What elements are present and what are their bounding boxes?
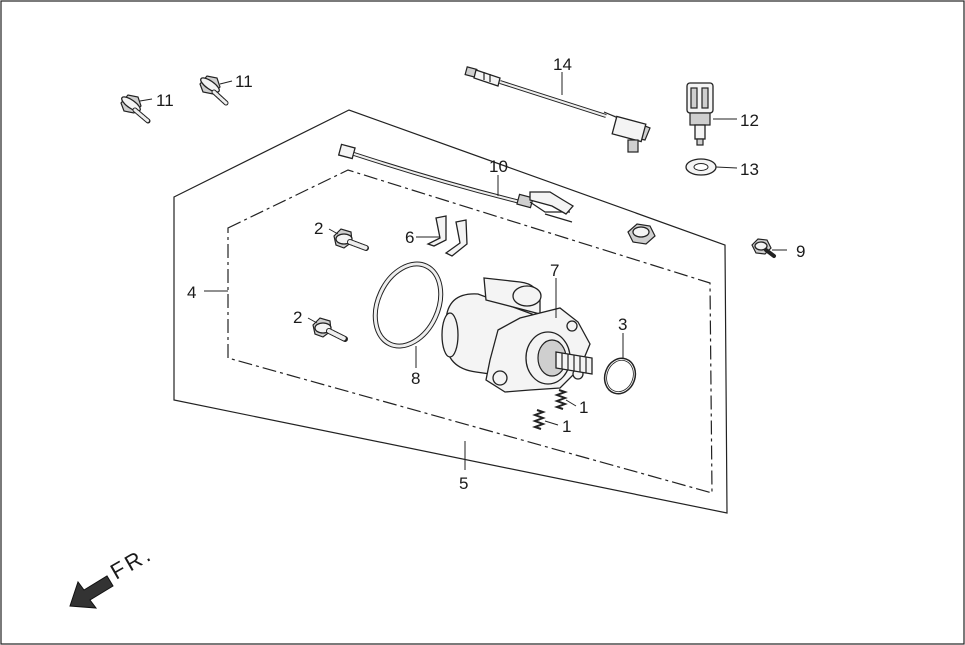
callout-2a: 2	[314, 219, 323, 238]
leader-lines	[139, 72, 787, 470]
gasket-part-8	[372, 261, 444, 349]
callout-6: 6	[405, 228, 414, 247]
assembly-outline	[173, 109, 728, 514]
callout-5: 5	[459, 474, 468, 493]
starter-motor-part-7	[441, 277, 593, 393]
callout-1a: 1	[579, 398, 588, 417]
callout-11a: 11	[156, 91, 174, 110]
callout-3: 3	[618, 315, 627, 334]
nut	[627, 223, 656, 245]
bolt-part-2b	[312, 317, 348, 342]
sensor-part-14	[464, 66, 651, 153]
spring-part-1a	[554, 389, 568, 410]
callout-9: 9	[796, 242, 805, 261]
washer-part-13	[685, 158, 717, 176]
callout-12: 12	[740, 111, 759, 130]
callout-13: 13	[740, 160, 759, 179]
callout-labels: 11 11 14 12 13 10 9 2 2 6 4 7 3 8 1 1 5	[156, 55, 805, 493]
callout-4: 4	[187, 283, 196, 302]
callout-8: 8	[411, 369, 420, 388]
front-direction-arrow-icon	[69, 575, 114, 609]
sensor-part-12	[686, 82, 714, 146]
callout-10: 10	[489, 157, 508, 176]
spring-part-1b	[532, 409, 546, 430]
callout-7: 7	[550, 261, 559, 280]
oring-part-3	[603, 357, 637, 395]
subassembly-outline	[227, 169, 713, 494]
cable-part-10	[337, 143, 575, 223]
callout-1b: 1	[562, 417, 571, 436]
bolt-part-9	[751, 238, 776, 258]
clip-part-6	[426, 215, 468, 257]
callout-2b: 2	[293, 308, 302, 327]
bolt-part-11b	[199, 75, 229, 106]
bolt-part-2a	[333, 228, 369, 251]
callout-14: 14	[553, 55, 572, 74]
callout-11b: 11	[235, 72, 253, 91]
front-direction-label: FR.	[106, 540, 157, 584]
bolt-part-11a	[120, 94, 151, 124]
